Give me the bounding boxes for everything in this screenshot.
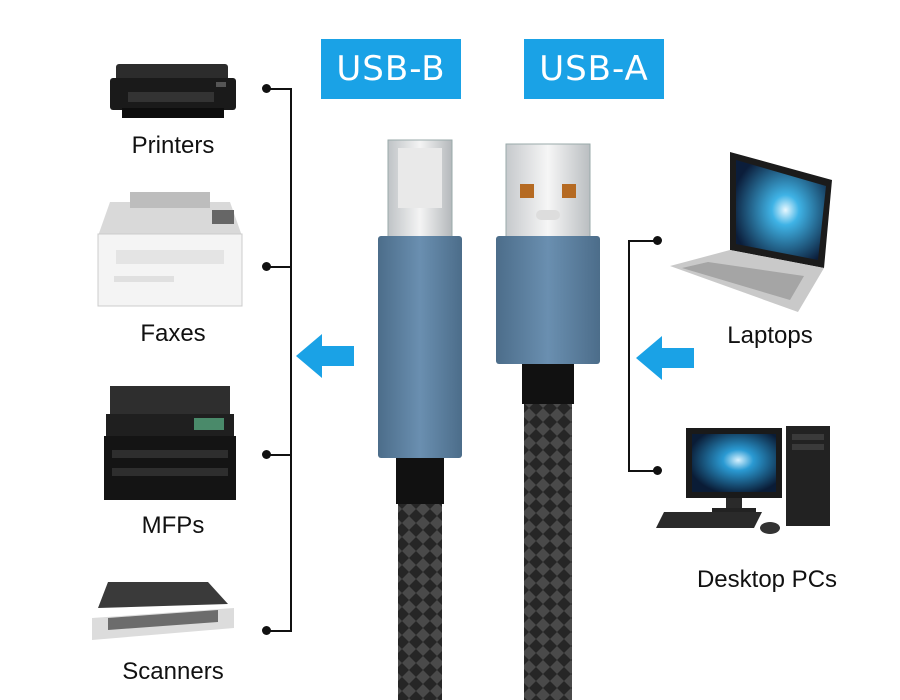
printer-icon	[110, 64, 236, 118]
right-bracket-tick-laptops	[628, 240, 656, 242]
fax-machine-icon	[97, 192, 243, 307]
mfps-label: MFPs	[141, 512, 205, 539]
arrow-left-icon	[636, 336, 694, 380]
usb-a-plug	[496, 143, 600, 700]
laptops-label: Laptops	[727, 322, 813, 349]
right-bracket-dot-laptops	[653, 236, 662, 245]
usb-b-badge: USB-B	[321, 39, 461, 99]
scanner-icon	[92, 582, 234, 640]
usb-a-label: USB-A	[539, 49, 649, 89]
usb-b-label: USB-B	[336, 49, 446, 89]
left-bracket-dot-faxes	[262, 262, 271, 271]
desktop-pc-icon	[656, 426, 830, 534]
left-bracket-dot-mfps	[262, 450, 271, 459]
left-bracket-dot-scanners	[262, 626, 271, 635]
left-bracket-tick-printers	[266, 88, 292, 90]
mfp-icon	[104, 386, 236, 500]
usb-a-badge: USB-A	[524, 39, 664, 99]
usb-b-plug	[378, 139, 462, 700]
right-bracket-dot-desktops	[653, 466, 662, 475]
left-bracket-dot-printers	[262, 84, 271, 93]
printers-label: Printers	[131, 132, 215, 159]
left-bracket-tick-faxes	[266, 266, 292, 268]
right-bracket-vertical	[628, 240, 630, 472]
scanners-label: Scanners	[122, 658, 224, 685]
right-bracket-tick-desktops	[628, 470, 656, 472]
left-bracket-tick-scanners	[266, 630, 292, 632]
faxes-label: Faxes	[140, 320, 206, 347]
left-bracket-vertical	[290, 88, 292, 632]
left-bracket-tick-mfps	[266, 454, 292, 456]
arrow-left-icon	[296, 334, 354, 378]
laptop-icon	[670, 152, 832, 312]
desktop-pcs-label: Desktop PCs	[696, 566, 838, 593]
